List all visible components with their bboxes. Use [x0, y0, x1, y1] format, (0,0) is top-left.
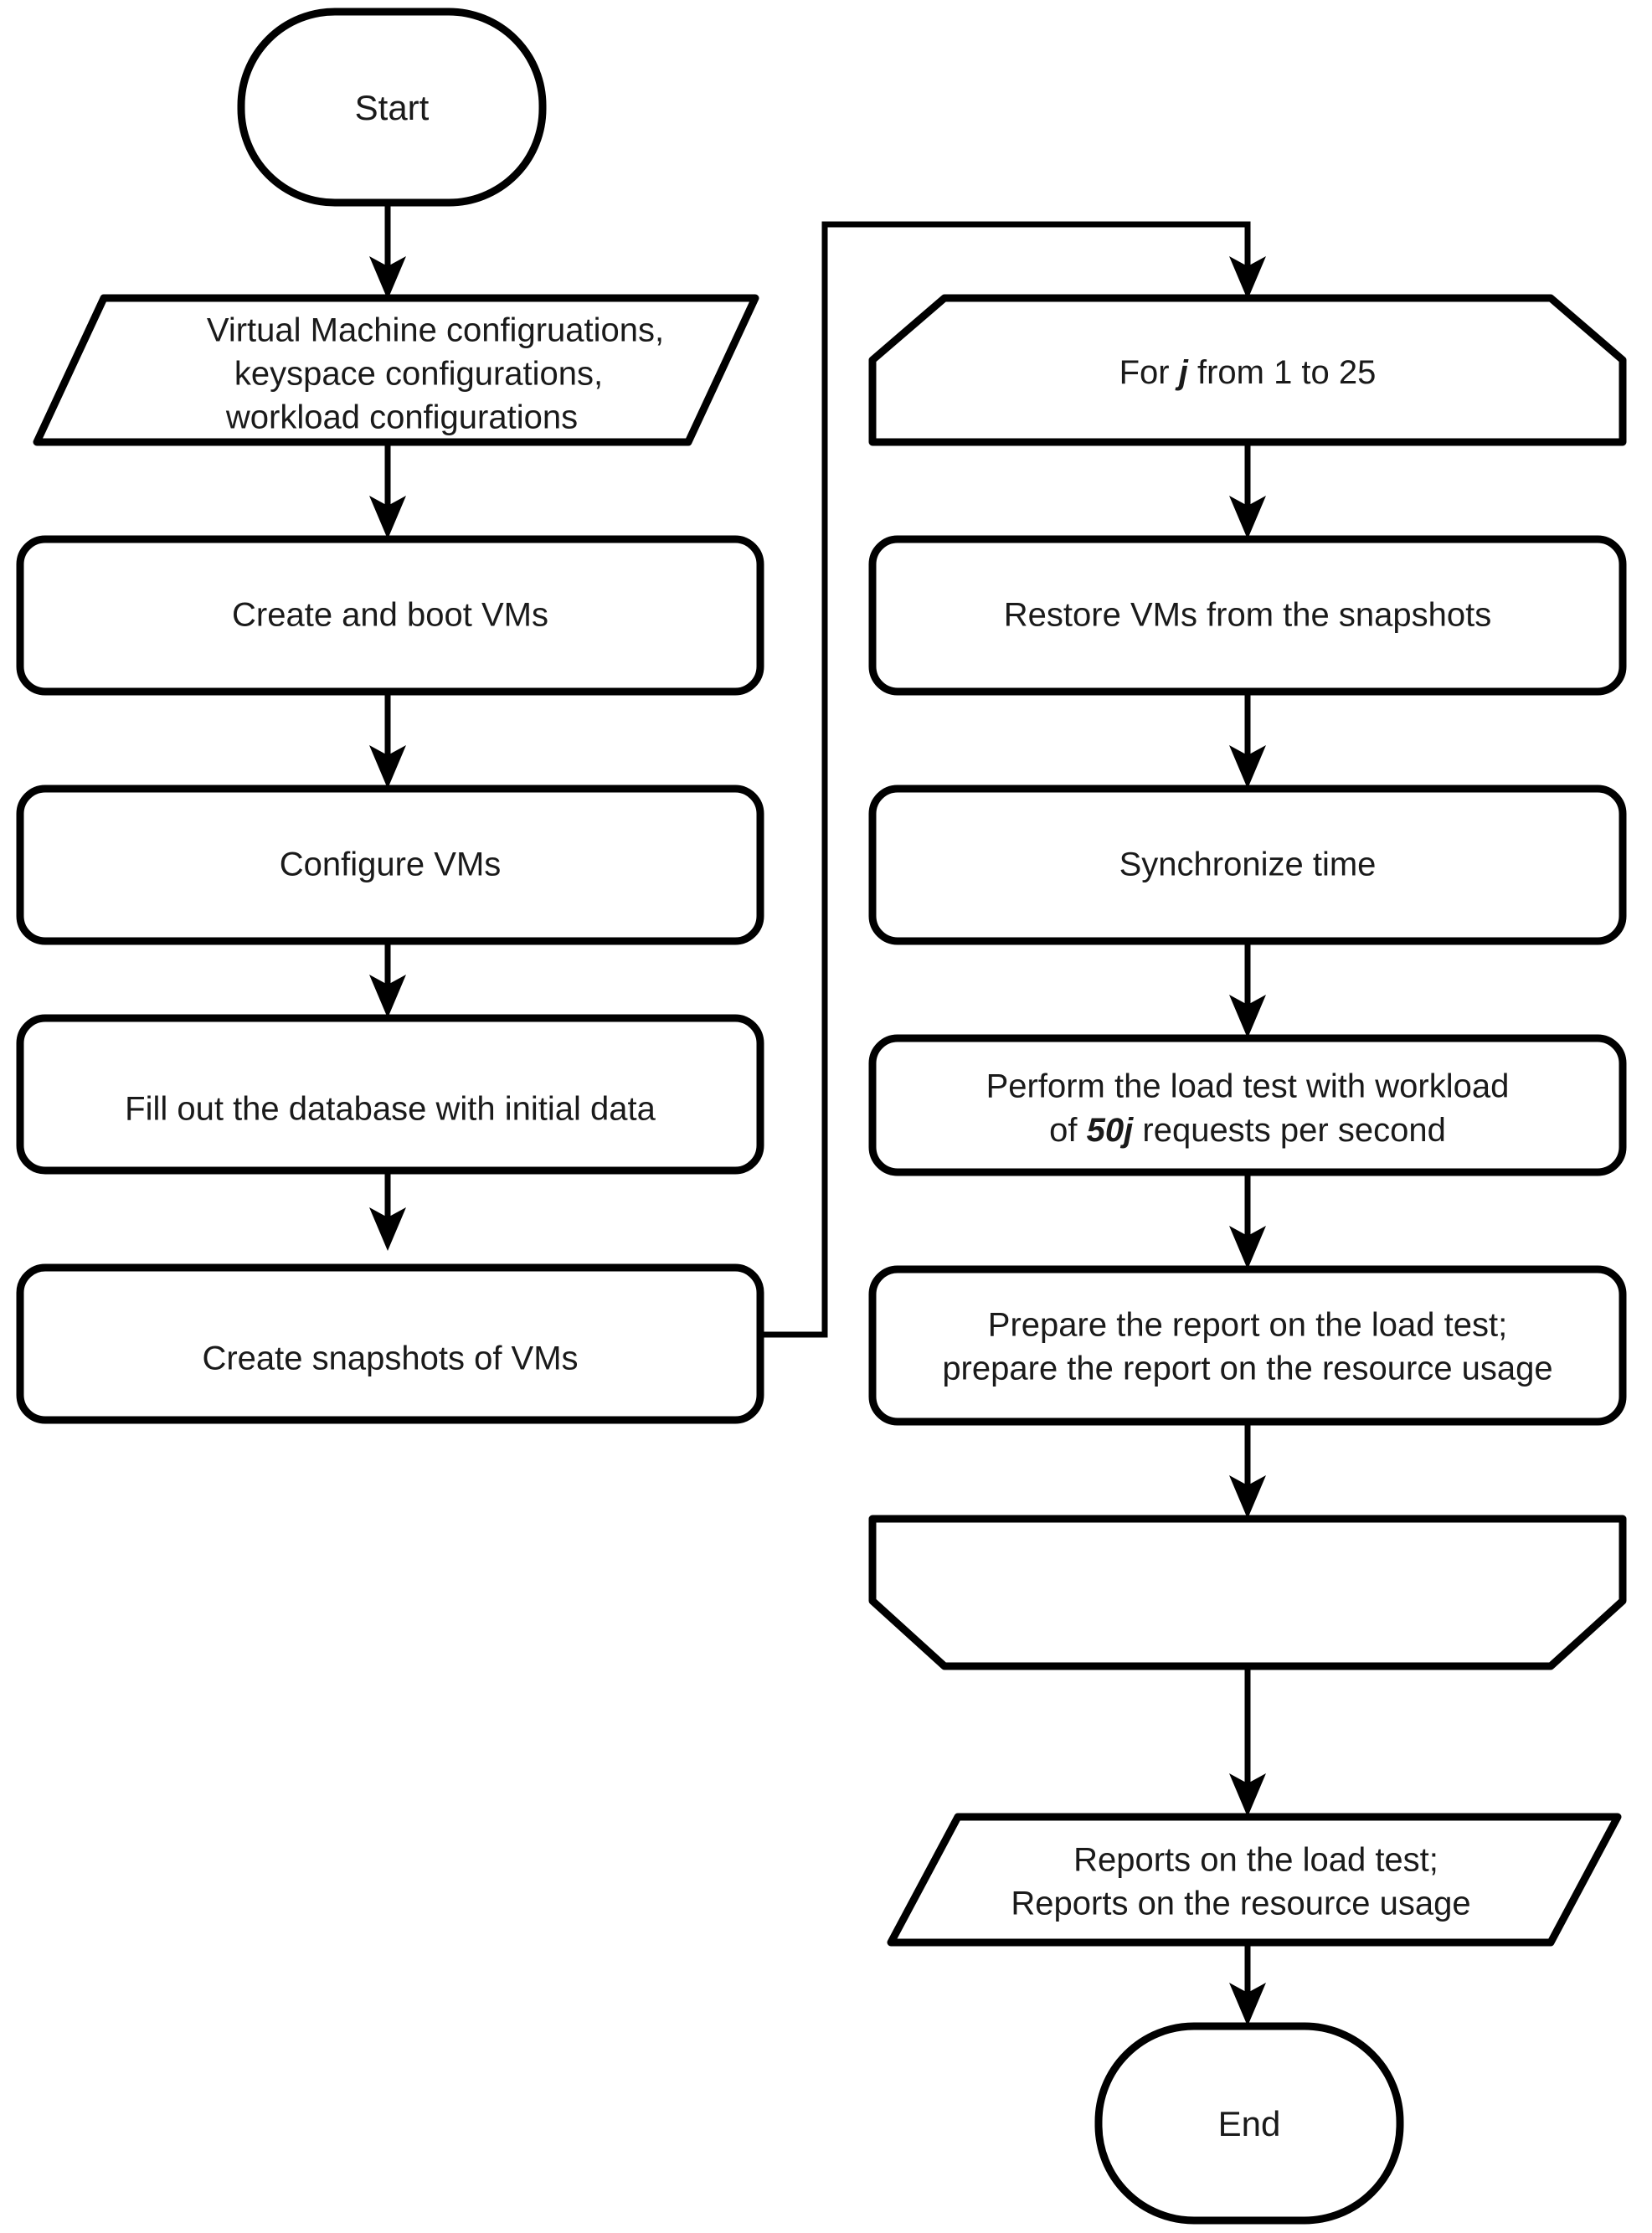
node-fill-database-label: Fill out the database with initial data [125, 1091, 656, 1128]
node-synchronize-time[interactable]: Synchronize time [868, 785, 1627, 945]
edge-loop-start-to-restore [1229, 442, 1266, 539]
node-output-reports-line2: Reports on the resource usage [1011, 1886, 1470, 1922]
node-input-configs-line1: Virtual Machine configruations, [207, 312, 664, 349]
load-test-suffix: requests per second [1133, 1112, 1446, 1149]
node-create-snapshots-label: Create snapshots of VMs [202, 1340, 578, 1377]
node-configure-vms-label: Configure VMs [280, 846, 502, 883]
edge-restore-to-sync [1229, 692, 1266, 789]
edge-input-to-create-boot [369, 442, 406, 539]
load-test-prefix: of [1049, 1112, 1086, 1149]
loop-start-variable: j [1175, 354, 1189, 391]
node-prepare-reports[interactable]: Prepare the report on the load test; pre… [868, 1265, 1627, 1426]
node-synchronize-time-label: Synchronize time [1119, 846, 1377, 883]
edge-snapshots-to-loop-start [760, 221, 1266, 1338]
loop-start-prefix: For [1119, 354, 1179, 391]
node-input-configs-line2: keyspace configurations, [234, 356, 603, 393]
edge-load-test-to-prepare [1229, 1172, 1266, 1269]
node-fill-database[interactable]: Fill out the database with initial data [16, 1014, 764, 1175]
node-prepare-reports-line1: Prepare the report on the load test; [988, 1307, 1507, 1344]
node-input-configs-line3: workload configurations [225, 399, 578, 436]
node-start[interactable]: Start [237, 8, 547, 207]
node-input-configs[interactable]: Virtual Machine configruations, keyspace… [33, 294, 759, 446]
node-start-label: Start [355, 88, 430, 127]
edge-sync-to-load-test [1229, 941, 1266, 1038]
node-configure-vms[interactable]: Configure VMs [16, 785, 764, 945]
node-restore-vms[interactable]: Restore VMs from the snapshots [868, 535, 1627, 696]
edge-start-to-input [369, 203, 406, 300]
node-perform-load-test[interactable]: Perform the load test with workload of 5… [868, 1034, 1627, 1176]
node-create-boot-vms-label: Create and boot VMs [232, 597, 548, 634]
edge-output-to-end [1229, 1942, 1266, 2026]
node-loop-end[interactable] [868, 1515, 1627, 1670]
load-test-variable: 50j [1087, 1112, 1134, 1149]
node-end[interactable]: End [1094, 2022, 1404, 2225]
node-output-reports[interactable]: Reports on the load test; Reports on the… [887, 1813, 1622, 1947]
node-create-boot-vms[interactable]: Create and boot VMs [16, 535, 764, 696]
node-loop-start-label: For j from 1 to 25 [1119, 354, 1377, 391]
edge-prepare-to-loop-end [1229, 1422, 1266, 1519]
loop-start-suffix: from 1 to 25 [1188, 354, 1377, 391]
node-end-label: End [1218, 2104, 1281, 2143]
edge-create-boot-to-configure [369, 692, 406, 789]
node-loop-start[interactable]: For j from 1 to 25 [868, 294, 1627, 446]
node-create-snapshots[interactable]: Create snapshots of VMs [16, 1263, 764, 1424]
node-perform-load-test-line1: Perform the load test with workload [986, 1068, 1510, 1105]
node-restore-vms-label: Restore VMs from the snapshots [1004, 597, 1491, 634]
node-perform-load-test-line2: of 50j requests per second [1049, 1112, 1446, 1149]
node-output-reports-line1: Reports on the load test; [1073, 1842, 1438, 1879]
node-prepare-reports-line2: prepare the report on the resource usage [942, 1351, 1552, 1387]
edge-loop-end-to-output [1229, 1666, 1266, 1817]
